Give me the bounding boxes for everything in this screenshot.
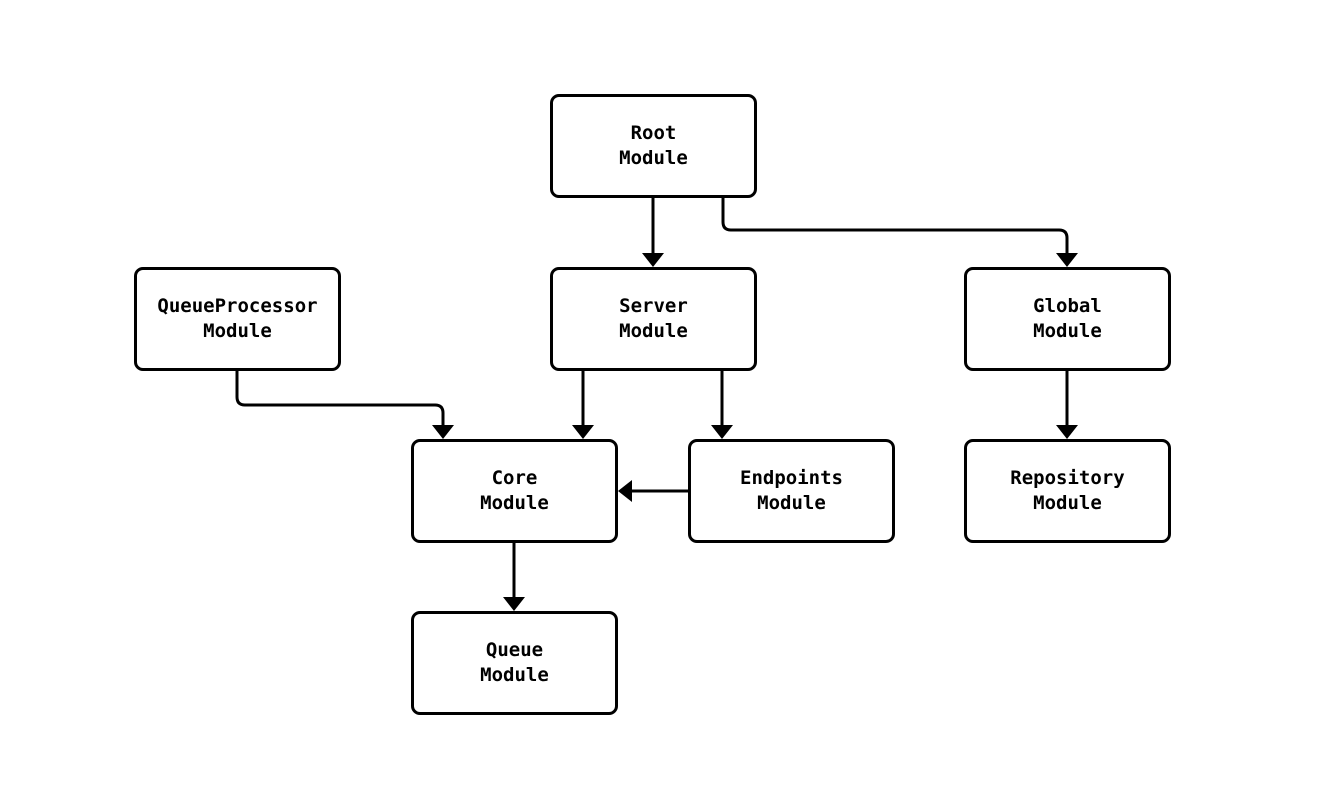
node-label-line1: Queue — [485, 639, 544, 661]
arrowhead-down-icon — [1056, 425, 1078, 439]
node-label-line2: Module — [203, 320, 272, 342]
node-label-line1: Global — [1033, 295, 1102, 317]
edge-server-to-core — [572, 371, 594, 439]
arrowhead-down-icon — [642, 253, 664, 267]
connector-line — [721, 198, 1069, 255]
edge-global-to-repository — [1056, 371, 1078, 439]
node-queue-module: Queue Module — [411, 611, 618, 715]
node-queueprocessor-module: QueueProcessor Module — [134, 267, 341, 371]
node-label-line2: Module — [480, 664, 549, 686]
node-root-module: Root Module — [550, 94, 757, 198]
node-label-line2: Module — [619, 320, 688, 342]
arrowhead-down-icon — [1056, 253, 1078, 267]
node-label-line2: Module — [619, 147, 688, 169]
edge-root-to-server — [642, 198, 664, 267]
arrowhead-down-icon — [711, 425, 733, 439]
edge-endpoints-to-core — [618, 480, 688, 502]
node-label-line1: Repository — [1010, 467, 1125, 489]
node-label-line1: Core — [491, 467, 538, 489]
node-endpoints-module: Endpoints Module — [688, 439, 895, 543]
arrowhead-down-icon — [432, 425, 454, 439]
edge-core-to-queue — [503, 543, 525, 611]
edge-server-to-endpoints — [711, 371, 733, 439]
node-label-line2: Module — [480, 492, 549, 514]
node-label-line2: Module — [1033, 492, 1102, 514]
node-label-line2: Module — [757, 492, 826, 514]
node-label-line1: Server — [619, 295, 688, 317]
edge-queueprocessor-to-core — [235, 371, 454, 439]
edge-root-to-global — [721, 198, 1078, 267]
node-label-line1: Endpoints — [740, 467, 843, 489]
node-label-line1: QueueProcessor — [157, 295, 318, 317]
connector-line — [235, 371, 445, 427]
arrowhead-down-icon — [503, 597, 525, 611]
node-global-module: Global Module — [964, 267, 1171, 371]
node-core-module: Core Module — [411, 439, 618, 543]
arrowhead-left-icon — [618, 480, 632, 502]
node-repository-module: Repository Module — [964, 439, 1171, 543]
node-label-line1: Root — [630, 122, 677, 144]
node-label-line2: Module — [1033, 320, 1102, 342]
arrowhead-down-icon — [572, 425, 594, 439]
node-server-module: Server Module — [550, 267, 757, 371]
